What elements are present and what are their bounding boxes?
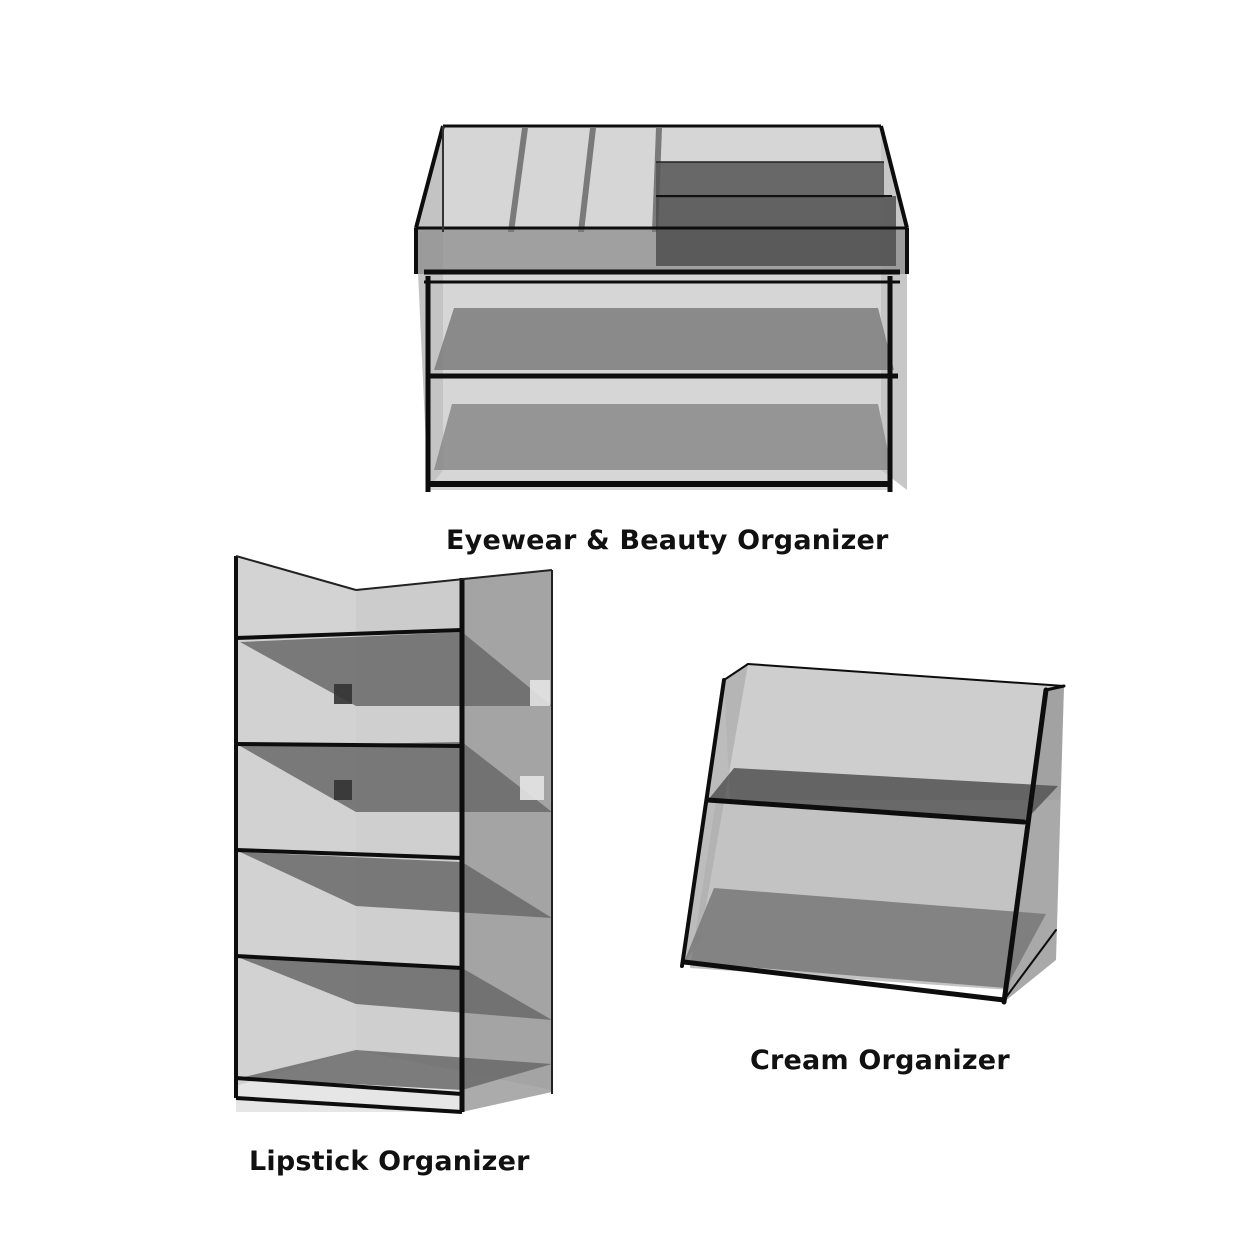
eyewear-organizer-caption: Eyewear & Beauty Organizer	[446, 525, 889, 556]
lipstick-organizer-caption: Lipstick Organizer	[249, 1146, 530, 1177]
cream-organizer-caption: Cream Organizer	[750, 1045, 1010, 1076]
